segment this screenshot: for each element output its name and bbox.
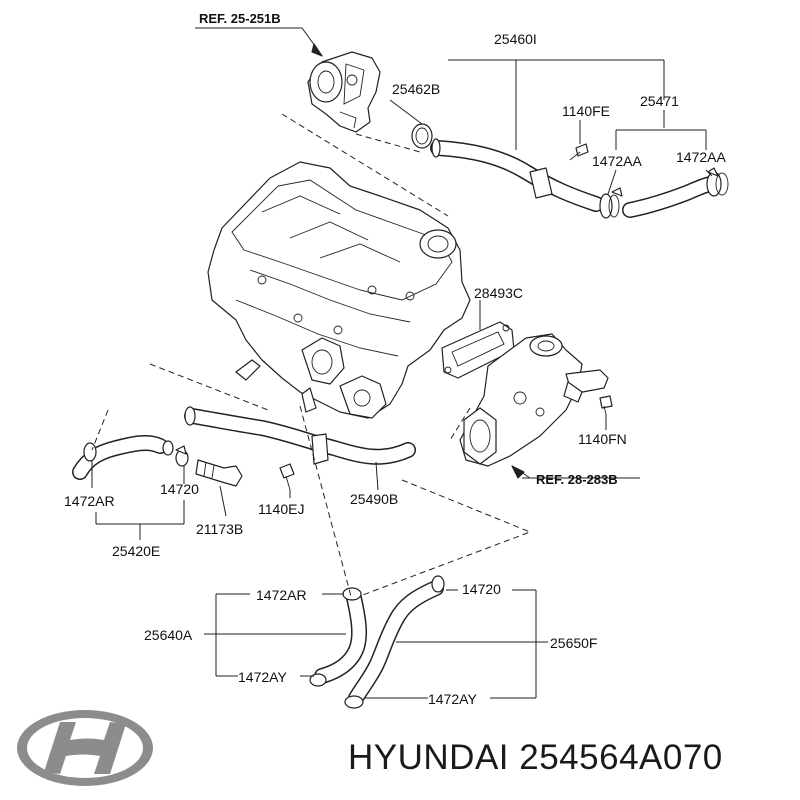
o-ring-25462b bbox=[411, 123, 433, 149]
label-25471: 25471 bbox=[640, 93, 679, 109]
clamp-1472ay-right bbox=[344, 695, 364, 709]
label-1472ar-lower: 1472AR bbox=[256, 587, 307, 603]
label-1140fe: 1140FE bbox=[562, 103, 610, 119]
label-1472aa-right: 1472AA bbox=[676, 149, 726, 165]
clamp-14720-lower bbox=[431, 575, 445, 593]
bolt-1140fn bbox=[599, 395, 613, 415]
hose-25640a bbox=[314, 590, 368, 684]
hose-25650f bbox=[348, 580, 444, 706]
hose-25490b bbox=[184, 406, 416, 465]
thermostat-housing bbox=[459, 333, 609, 467]
clamp-1472aa-right bbox=[706, 167, 729, 197]
bolt-1140fe bbox=[569, 143, 589, 161]
label-25420e: 25420E bbox=[112, 543, 160, 559]
brand-caption: HYUNDAI 254564A070 bbox=[348, 738, 723, 777]
label-14720-upper: 14720 bbox=[160, 481, 199, 497]
ref-label-turbo: REF. 25-251B bbox=[199, 11, 281, 26]
label-25460i: 25460I bbox=[494, 31, 537, 47]
engine-block bbox=[207, 161, 471, 419]
label-1472ar-upper: 1472AR bbox=[64, 493, 115, 509]
label-1472ay-left: 1472AY bbox=[238, 669, 287, 685]
label-1472aa-left: 1472AA bbox=[592, 153, 642, 169]
fitting-21173b bbox=[195, 459, 243, 487]
label-25640a: 25640A bbox=[144, 627, 193, 643]
clamp-14720-upper bbox=[175, 445, 189, 467]
label-1140fn: 1140FN bbox=[578, 431, 627, 447]
label-1472ay-right: 1472AY bbox=[428, 691, 477, 707]
ref-label-thermostat: REF. 28-283B bbox=[536, 472, 618, 487]
label-25462b: 25462B bbox=[392, 81, 440, 97]
clamp-1472aa-left bbox=[599, 187, 623, 219]
turbocharger bbox=[307, 51, 381, 133]
label-1140ej: 1140EJ bbox=[258, 501, 304, 517]
label-25490b: 25490B bbox=[350, 491, 398, 507]
hyundai-logo-icon bbox=[17, 710, 153, 786]
label-28493c: 28493C bbox=[474, 285, 523, 301]
clamp-1472ay-left bbox=[309, 673, 327, 687]
hose-25471 bbox=[622, 176, 718, 218]
hose-25460i bbox=[430, 138, 604, 212]
label-14720-lower: 14720 bbox=[462, 581, 501, 597]
leader-lines bbox=[91, 27, 713, 699]
bolt-1140ej bbox=[279, 463, 295, 491]
label-25650f: 25650F bbox=[550, 635, 597, 651]
clamp-1472ar-lower bbox=[342, 587, 362, 601]
part-labels: REF. 25-251B REF. 28-283B 25460I 25462B … bbox=[64, 11, 726, 707]
label-21173b: 21173B bbox=[196, 521, 243, 537]
dashed-guides bbox=[91, 113, 532, 601]
hose-25420e bbox=[72, 434, 174, 480]
